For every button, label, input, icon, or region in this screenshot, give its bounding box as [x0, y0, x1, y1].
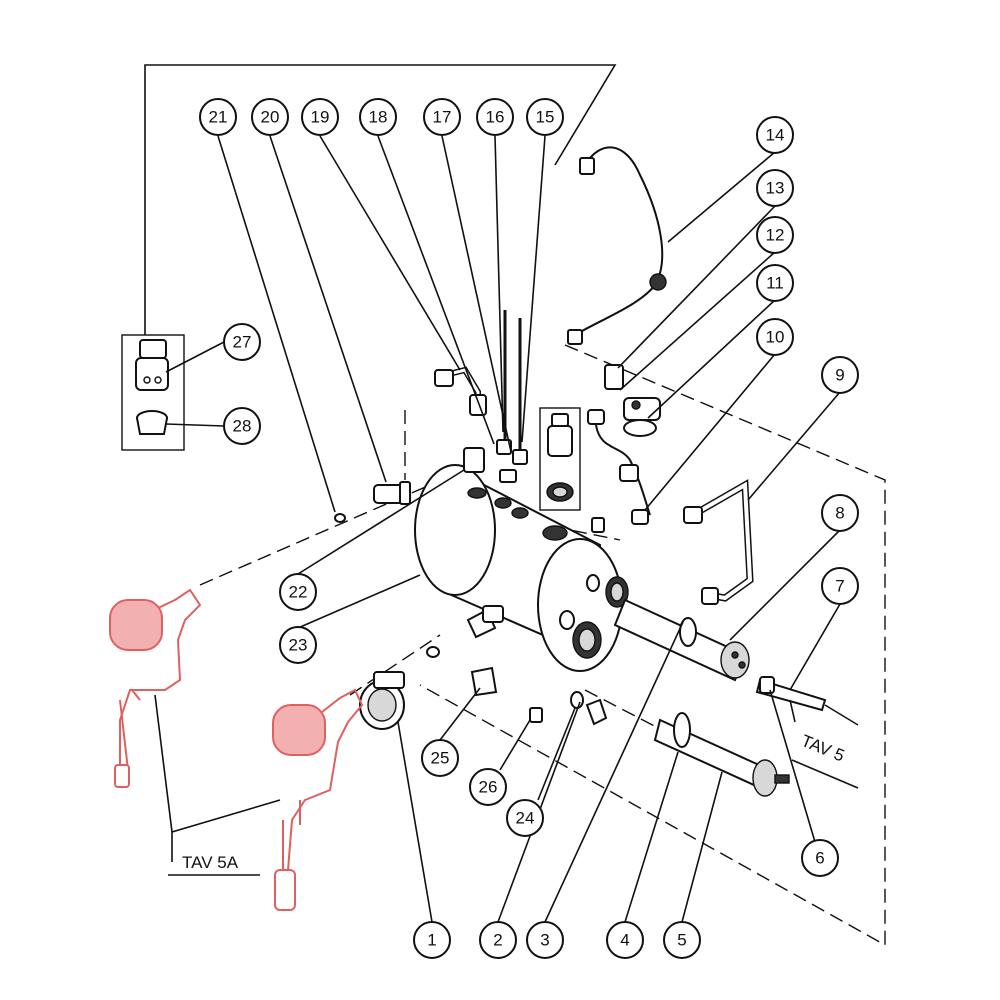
svg-text:21: 21: [209, 108, 228, 127]
svg-text:16: 16: [486, 108, 505, 127]
callout-5: 5: [663, 921, 701, 959]
svg-text:2: 2: [493, 931, 502, 950]
svg-text:28: 28: [233, 417, 252, 436]
svg-text:10: 10: [766, 328, 785, 347]
callout-6: 6: [801, 839, 839, 877]
svg-text:9: 9: [835, 366, 844, 385]
valve-inset-box: [121, 334, 185, 451]
callout-12: 12: [756, 216, 794, 254]
upper-right-fittings: [567, 146, 667, 525]
svg-text:18: 18: [369, 108, 388, 127]
callout-17: 17: [423, 98, 461, 136]
tav5a-label: TAV 5A: [182, 853, 239, 872]
svg-text:7: 7: [835, 577, 844, 596]
boiler-body: [414, 464, 629, 672]
pipe-9: [683, 479, 754, 605]
callout-23: 23: [279, 626, 317, 664]
svg-text:13: 13: [766, 179, 785, 198]
svg-text:5: 5: [677, 931, 686, 950]
callout-16: 16: [476, 98, 514, 136]
callout-27: 27: [223, 323, 261, 361]
svg-text:11: 11: [766, 274, 784, 293]
callout-10: 10: [756, 318, 794, 356]
callout-4: 4: [606, 921, 644, 959]
svg-text:1: 1: [427, 931, 436, 950]
callout-11: 11: [756, 264, 794, 302]
callout-25: 25: [421, 739, 459, 777]
svg-text:15: 15: [536, 108, 555, 127]
svg-text:12: 12: [766, 226, 785, 245]
callout-20: 20: [251, 98, 289, 136]
callout-2: 2: [479, 921, 517, 959]
callout-22: 22: [279, 573, 317, 611]
callout-3: 3: [526, 921, 564, 959]
svg-text:20: 20: [261, 108, 280, 127]
callout-13: 13: [756, 169, 794, 207]
svg-text:6: 6: [815, 849, 824, 868]
svg-text:3: 3: [540, 931, 549, 950]
callout-markers: 1 2 3 4 5 6 7 8 9 10 11 12 13 14 15 16 1…: [199, 98, 859, 959]
callout-15: 15: [526, 98, 564, 136]
callout-8: 8: [821, 494, 859, 532]
callout-1: 1: [413, 921, 451, 959]
valve-15: [539, 407, 581, 511]
svg-text:26: 26: [479, 778, 498, 797]
callout-24: 24: [506, 799, 544, 837]
callout-7: 7: [821, 567, 859, 605]
callout-19: 19: [301, 98, 339, 136]
callout-26: 26: [469, 768, 507, 806]
svg-text:8: 8: [835, 504, 844, 523]
callout-21: 21: [199, 98, 237, 136]
svg-text:24: 24: [516, 809, 535, 828]
level-probes: [496, 310, 528, 483]
callout-28: 28: [223, 407, 261, 445]
svg-text:17: 17: [433, 108, 452, 127]
svg-text:19: 19: [311, 108, 330, 127]
svg-text:27: 27: [233, 333, 252, 352]
svg-text:23: 23: [289, 636, 308, 655]
callout-14: 14: [756, 116, 794, 154]
tav5-label: TAV 5: [799, 731, 848, 765]
svg-text:14: 14: [766, 126, 785, 145]
callout-18: 18: [359, 98, 397, 136]
svg-text:22: 22: [289, 583, 308, 602]
svg-text:4: 4: [620, 931, 629, 950]
heating-element: [613, 598, 859, 797]
callout-9: 9: [821, 356, 859, 394]
leader-lines: [154, 135, 841, 923]
svg-text:25: 25: [431, 749, 450, 768]
highlighted-steam-wands: [109, 588, 364, 911]
